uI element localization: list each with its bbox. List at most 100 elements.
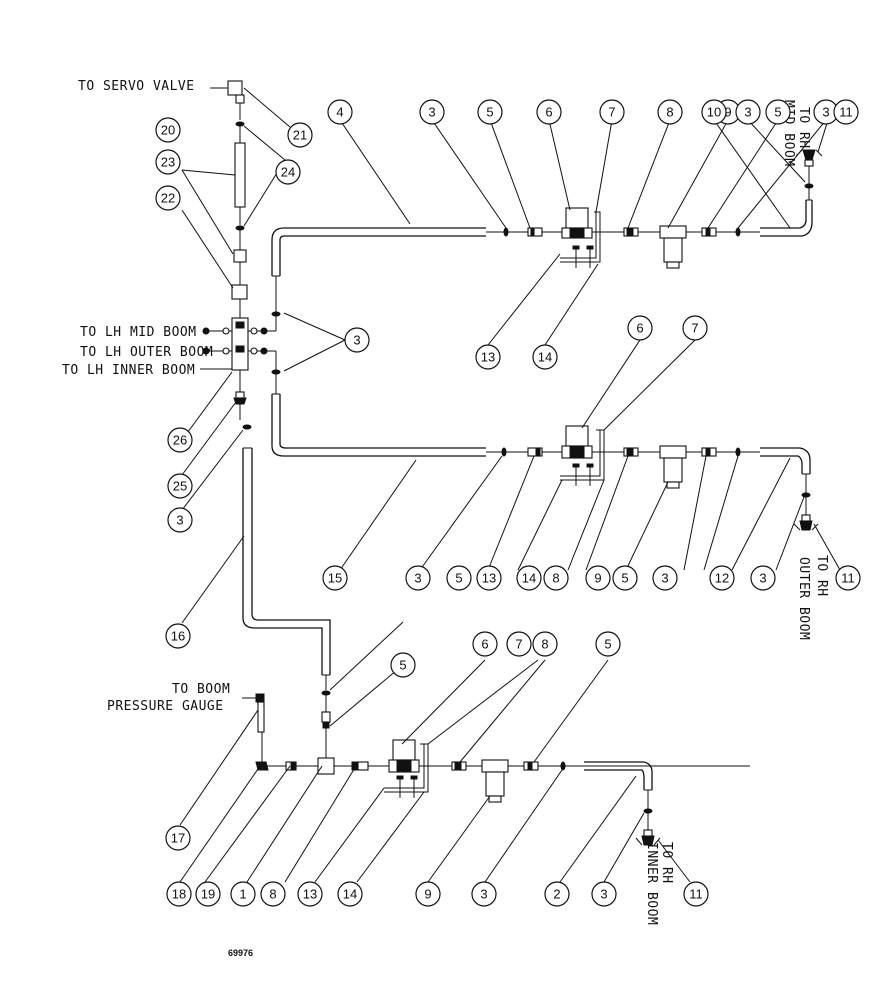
callout-6: 6 [472,631,498,657]
callout-9: 9 [585,565,611,591]
svg-text:13: 13 [303,887,317,902]
callout-21: 21 [287,122,313,148]
label-to-lh-inner-boom: TO LH INNER BOOM [62,363,195,378]
callout-13: 13 [475,344,501,370]
callout-4: 4 [327,99,353,125]
svg-text:10: 10 [707,105,721,120]
svg-text:3: 3 [353,333,360,348]
svg-text:8: 8 [666,105,673,120]
svg-text:7: 7 [608,105,615,120]
label-pressure-gauge: PRESSURE GAUGE [107,699,224,714]
svg-text:12: 12 [715,571,729,586]
svg-text:14: 14 [522,571,536,586]
svg-text:8: 8 [541,637,548,652]
label-to-rh-inner-2: INNER BOOM [644,842,659,925]
svg-text:3: 3 [480,887,487,902]
svg-text:8: 8 [269,887,276,902]
callout-26: 26 [167,427,193,453]
svg-text:6: 6 [545,105,552,120]
label-to-rh-inner-1: TO RH [659,842,674,884]
manifold-stack [200,80,268,405]
svg-text:17: 17 [171,831,185,846]
svg-text:21: 21 [293,128,307,143]
svg-text:14: 14 [538,350,552,365]
label-to-rh-outer-2: OUTER BOOM [796,557,811,640]
svg-text:14: 14 [343,887,357,902]
bottom-run-fittings [242,693,750,846]
svg-text:19: 19 [201,887,215,902]
callout-3: 3 [750,565,776,591]
callout-8: 8 [260,881,286,907]
callout-3: 3 [591,881,617,907]
callout-22: 22 [155,185,181,211]
callout-7: 7 [682,315,708,341]
svg-text:3: 3 [600,887,607,902]
svg-text:9: 9 [724,105,731,120]
hose-15 [271,394,486,457]
callout-3: 3 [405,565,431,591]
svg-text:22: 22 [161,191,175,206]
middle-run-fittings [486,425,819,531]
hose-12 [760,447,811,474]
svg-text:20: 20 [161,123,175,138]
svg-text:11: 11 [689,887,703,902]
svg-text:15: 15 [328,571,342,586]
svg-text:3: 3 [744,105,751,120]
callout-11: 11 [683,881,709,907]
callout-18: 18 [166,881,192,907]
callout-5: 5 [765,99,791,125]
svg-text:3: 3 [822,105,829,120]
callout-10: 10 [701,99,727,125]
label-to-lh-outer-boom: TO LH OUTER BOOM [80,345,213,360]
hose-2 [584,761,653,790]
svg-text:3: 3 [661,571,668,586]
svg-text:26: 26 [173,433,187,448]
svg-text:5: 5 [774,105,781,120]
callout-12: 12 [709,565,735,591]
callout-8: 8 [657,99,683,125]
label-to-rh-mid-1: TO RH [796,107,811,149]
svg-text:4: 4 [336,105,343,120]
callout-9: 9 [415,881,441,907]
callout-15: 15 [322,565,348,591]
callout-16: 16 [165,623,191,649]
svg-text:11: 11 [839,105,853,120]
svg-text:24: 24 [281,165,295,180]
svg-text:6: 6 [481,637,488,652]
svg-text:5: 5 [604,637,611,652]
hose-4 [271,227,486,276]
svg-text:5: 5 [486,105,493,120]
svg-text:13: 13 [481,350,495,365]
callout-14: 14 [516,565,542,591]
callout-5: 5 [612,565,638,591]
svg-text:16: 16 [171,629,185,644]
svg-text:9: 9 [424,887,431,902]
callout-2: 2 [544,881,570,907]
callout-25: 25 [167,473,193,499]
svg-text:6: 6 [636,321,643,336]
callout-3: 3 [652,565,678,591]
svg-text:7: 7 [515,637,522,652]
callout-19: 19 [195,881,221,907]
svg-text:11: 11 [841,571,855,586]
svg-text:5: 5 [621,571,628,586]
callout-7: 7 [599,99,625,125]
callout-6: 6 [627,315,653,341]
leader-lines [179,87,841,883]
svg-text:25: 25 [173,479,187,494]
callout-3: 3 [167,507,193,533]
callout-5: 5 [477,99,503,125]
top-run-fittings [486,149,823,269]
callout-3: 3 [471,881,497,907]
svg-text:18: 18 [172,887,186,902]
figure-number: 69976 [228,948,253,958]
callout-3: 3 [735,99,761,125]
callout-17: 17 [165,825,191,851]
callout-6: 6 [536,99,562,125]
callout-5: 5 [595,631,621,657]
svg-text:8: 8 [552,571,559,586]
callout-8: 8 [543,565,569,591]
callout-23: 23 [155,149,181,175]
svg-text:3: 3 [176,513,183,528]
